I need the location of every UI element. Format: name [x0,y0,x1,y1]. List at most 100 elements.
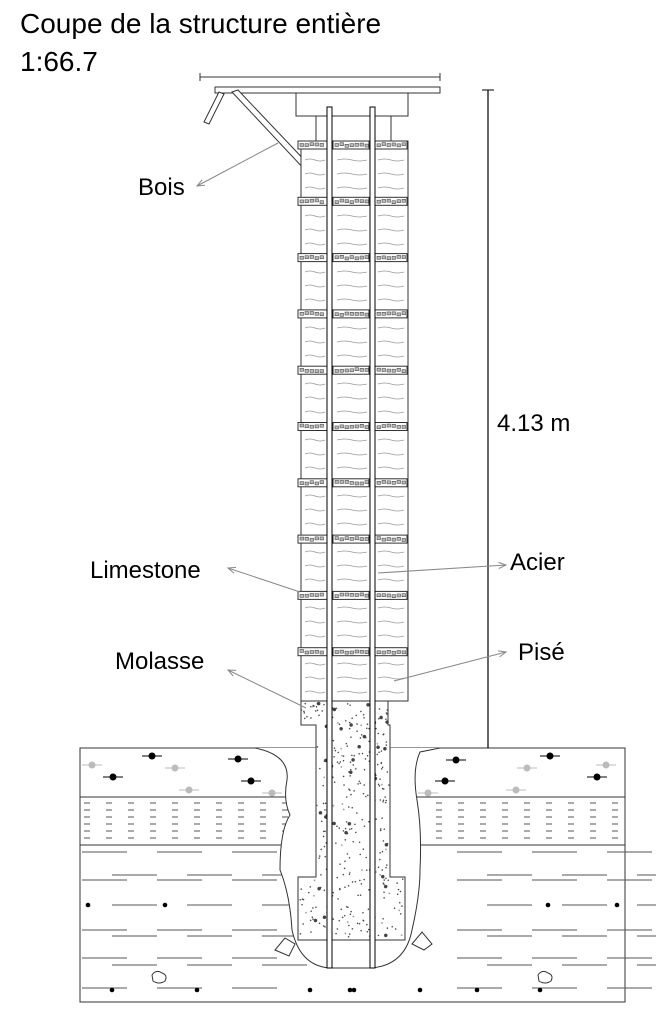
limestone-stone [391,368,396,373]
limestone-stone [344,311,349,316]
limestone-stone [401,650,406,655]
limestone-stone [304,368,309,373]
aggregate [381,766,384,769]
aggregate [367,794,369,797]
aggregate [351,881,354,883]
limestone-stone [299,255,304,260]
limestone-stone [376,199,381,204]
aggregate [324,830,326,833]
aggregate [300,709,303,711]
aggregate [320,874,322,876]
limestone-stone [396,312,401,317]
limestone-stone [299,312,304,316]
gravel-dot [88,761,96,769]
label-pise: Pisé [518,639,565,666]
aggregate [382,733,385,735]
aggregate [338,827,341,829]
aggregate [344,720,347,722]
aggregate [348,933,351,935]
aggregate [322,784,325,787]
aggregate [346,703,349,705]
aggregate [304,702,307,705]
steel-rod-acier [369,106,376,969]
stone [274,937,296,957]
aggregate [318,857,320,859]
limestone-stone [396,367,401,372]
limestone-stone [319,592,324,597]
aggregate [348,924,350,927]
aggregate [387,879,390,882]
limestone-stone [381,368,386,372]
aggregate [384,801,387,804]
pise-layer-line [377,578,405,582]
aggregate [386,927,389,929]
aggregate [383,746,387,751]
aggregate [385,799,388,802]
aggregate [324,809,326,811]
pise-layer-line [377,494,405,498]
limestone-stone [334,480,339,484]
aggregate [364,758,367,760]
gravel-dot [452,756,460,764]
aggregate [393,907,396,910]
pise-layer-line [304,354,326,358]
aggregate [385,720,389,724]
limestone-stone [309,142,314,146]
pise-layer-line [304,326,326,330]
aggregate [307,891,310,894]
pise-layer-line [304,620,326,624]
limestone-stone [391,256,396,260]
aggregate [380,750,383,752]
aggregate [349,775,352,777]
aggregate [349,828,351,831]
aggregate [380,783,383,786]
pise-layer-line [336,438,368,442]
aggregate [338,762,340,765]
aggregate [363,784,366,786]
aggregate [324,926,326,928]
aggregate [398,909,401,912]
limestone-stone [396,537,401,541]
pebble-dot [162,902,168,908]
aggregate [347,935,350,938]
aggregate [401,905,403,907]
pise-layer-line [377,214,405,218]
limestone-stone [339,198,344,203]
pise-layer-line [336,270,368,274]
aggregate [309,886,312,888]
limestone-stone [386,256,391,260]
limestone-stone [376,650,381,655]
limestone-stone [309,198,314,203]
limestone-stone [386,480,391,485]
aggregate [366,754,369,757]
aggregate [344,827,347,830]
aggregate [382,917,384,920]
aggregate [338,919,341,922]
aggregate [344,886,346,888]
aggregate [379,852,381,854]
gravel-dot [185,786,193,794]
pise-layer-line [336,298,368,302]
leader-arrowhead [226,566,237,574]
pise-layer-line [304,214,326,218]
aggregate [335,842,337,844]
aggregate [344,839,347,841]
pise-layer-line [336,690,368,694]
aggregate [394,928,397,930]
limestone-stone [396,199,401,203]
aggregate [347,885,350,887]
limestone-stone [364,368,369,372]
aggregate [303,710,305,713]
limestone-stone [344,480,349,484]
aggregate [378,751,380,754]
aggregate [318,855,321,857]
limestone-stone [314,198,319,203]
aggregate [353,754,356,757]
aggregate [365,856,368,859]
aggregate [318,888,320,891]
limestone-stone [334,369,339,373]
pise-layer-line [377,228,405,232]
aggregate [332,707,337,712]
limestone-stone [381,424,386,428]
pise-layer-line [336,662,368,666]
